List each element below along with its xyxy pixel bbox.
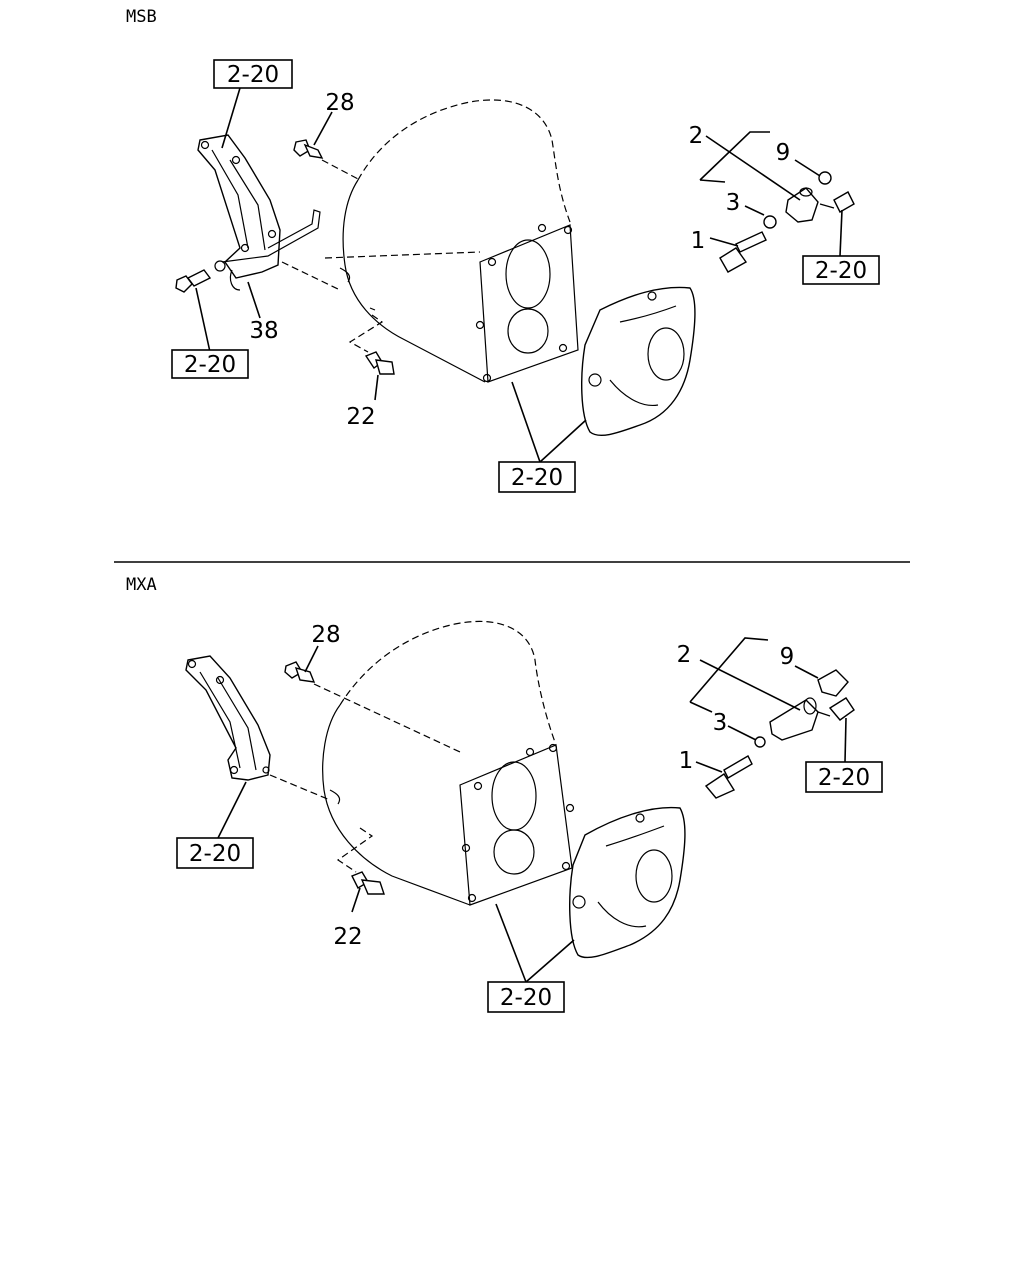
bolt-22-mxa: [336, 827, 385, 895]
ref-label-bracket-msb[interactable]: 2-20: [227, 62, 279, 88]
callout-3-mxa: 3: [713, 710, 728, 736]
leader-lines-mxa: [217, 637, 847, 983]
callout-2-msb: 2: [689, 123, 704, 149]
ref-box-bracket-msb[interactable]: [213, 59, 293, 89]
bolt-left-msb: [175, 269, 212, 293]
callout-28-mxa: 28: [311, 622, 340, 648]
section-msb: MSB: [126, 7, 880, 493]
callout-2-mxa: 2: [677, 642, 692, 668]
bolt-28-msb: [293, 139, 361, 181]
cover-plate-mxa: [569, 806, 686, 959]
leader-lines-msb: [195, 87, 843, 463]
section-title-msb: MSB: [126, 7, 157, 27]
callout-22-msb: 22: [346, 404, 375, 430]
callout-1-msb: 1: [691, 228, 706, 254]
ref-box-housing-msb[interactable]: [498, 461, 576, 493]
ref-label-fitting-msb[interactable]: 2-20: [815, 258, 867, 284]
callout-3-msb: 3: [726, 190, 741, 216]
section-mxa: MXA: [126, 575, 883, 1013]
callout-28-msb: 28: [325, 90, 354, 116]
bracket-guide-line-mxa: [269, 774, 331, 801]
transmission-housing-mxa: [322, 620, 575, 906]
callout-1-mxa: 1: [679, 748, 694, 774]
ref-label-housing-mxa[interactable]: 2-20: [500, 985, 552, 1011]
callout-38-msb: 38: [249, 318, 278, 344]
ref-box-fitting-msb[interactable]: [802, 255, 880, 285]
mounting-bracket: [197, 134, 321, 291]
housing-guide-line: [324, 251, 481, 259]
callout-22-mxa: 22: [333, 924, 362, 950]
ref-box-bracket-mxa[interactable]: [176, 837, 254, 869]
ref-label-bolt-left-msb[interactable]: 2-20: [184, 352, 236, 378]
bracket-guide-line: [281, 261, 341, 291]
ref-box-housing-mxa[interactable]: [487, 981, 565, 1013]
bolt-22-msb: [348, 314, 395, 375]
transmission-housing: [339, 99, 579, 383]
ref-label-housing-msb[interactable]: 2-20: [511, 465, 563, 491]
bolt-28-mxa: [284, 661, 461, 753]
speedometer-parts-mxa: [704, 669, 855, 799]
ref-label-fitting-mxa[interactable]: 2-20: [818, 765, 870, 791]
ref-box-bolt-left-msb[interactable]: [171, 349, 249, 379]
ref-box-fitting-mxa[interactable]: [805, 761, 883, 793]
ref-label-bracket-mxa[interactable]: 2-20: [189, 841, 241, 867]
callout-9-mxa: 9: [780, 644, 795, 670]
mounting-bracket-mxa: [185, 655, 271, 781]
cover-plate: [581, 286, 696, 436]
section-title-mxa: MXA: [126, 575, 157, 595]
callout-9-msb: 9: [776, 140, 791, 166]
